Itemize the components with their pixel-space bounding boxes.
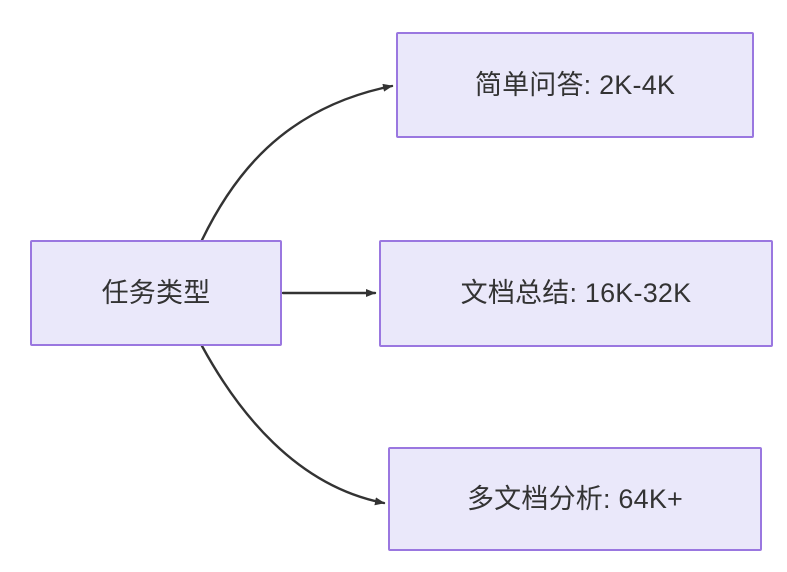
edge-source-to-simple-qa — [200, 83, 394, 242]
node-multi-document-analysis-label: 多文档分析: 64K+ — [466, 483, 683, 514]
node-simple-qa-label: 简单问答: 2K-4K — [474, 69, 676, 100]
node-multi-document-analysis[interactable]: 多文档分析: 64K+ — [388, 447, 762, 551]
node-document-summary-label: 文档总结: 16K-32K — [460, 278, 692, 309]
edge-source-to-multi-doc — [200, 344, 386, 506]
node-simple-qa[interactable]: 简单问答: 2K-4K — [396, 32, 754, 138]
node-document-summary[interactable]: 文档总结: 16K-32K — [379, 240, 773, 347]
node-task-type[interactable]: 任务类型 — [30, 240, 282, 346]
node-task-type-label: 任务类型 — [101, 277, 211, 308]
